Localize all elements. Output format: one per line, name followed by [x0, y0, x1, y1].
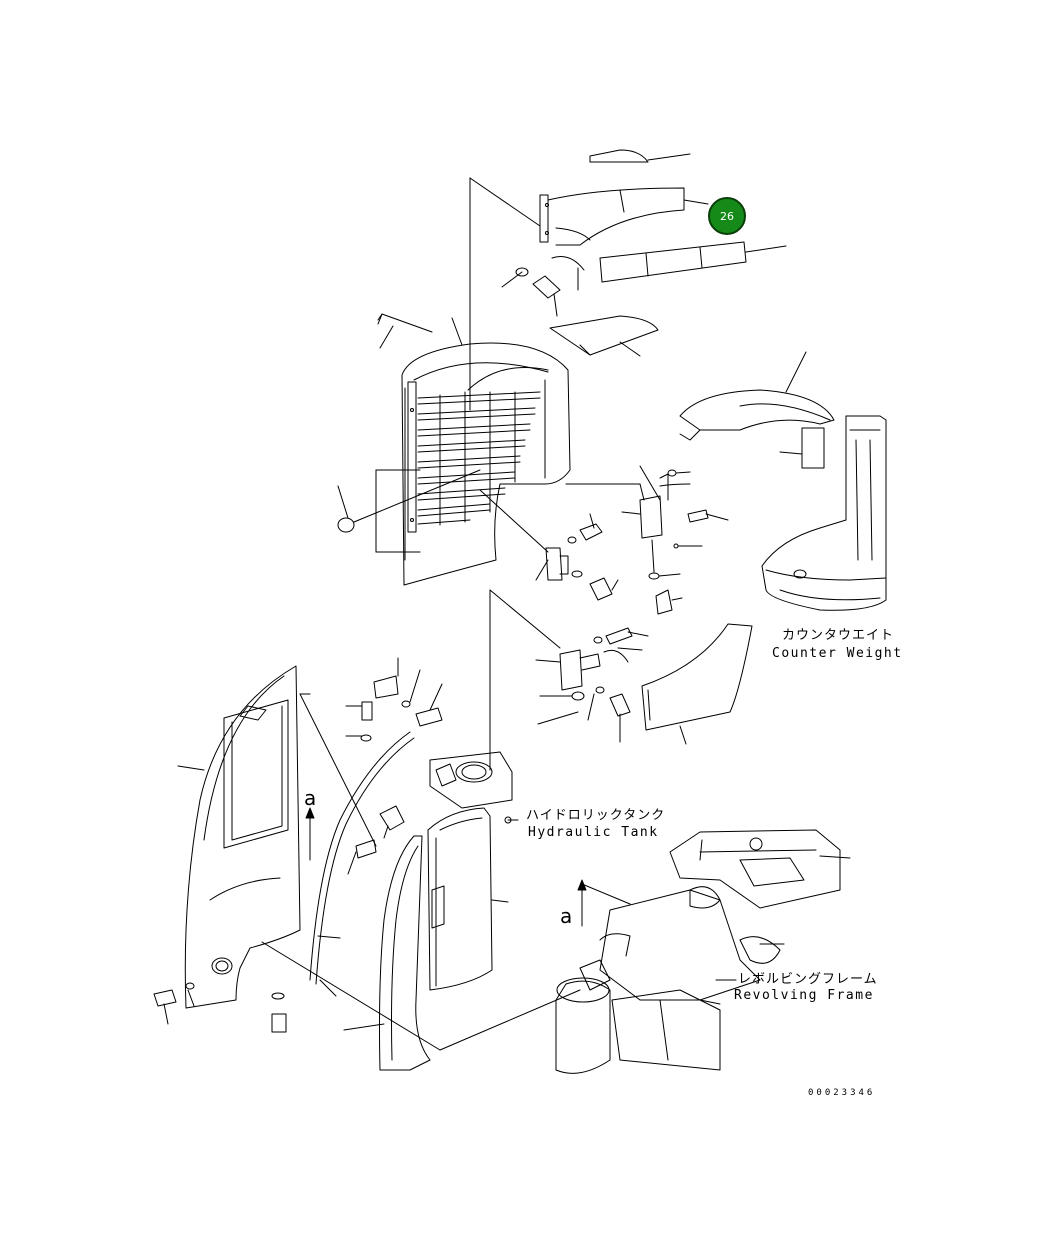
- hinge-bracket-2: [566, 466, 728, 614]
- counterweight-label-en: Counter Weight: [772, 646, 903, 661]
- counterweight-body: [762, 416, 886, 610]
- counterweight-label-jp: カウンタウエイト: [782, 628, 895, 643]
- revolving-frame: [440, 830, 850, 1073]
- label-plate: [780, 428, 824, 468]
- left-side-door: [178, 666, 300, 1008]
- view-arrow-left: [306, 808, 314, 860]
- hydraulic-tank-label-en: Hydraulic Tank: [528, 825, 659, 840]
- grille-slats: [418, 392, 540, 525]
- figure-number: 00023346: [808, 1088, 876, 1098]
- counterweight-cover: [680, 352, 834, 440]
- callout-26-badge[interactable]: 26: [708, 197, 746, 235]
- tank-cover-panel: [428, 808, 508, 990]
- hydraulic-tank: [430, 752, 518, 823]
- view-arrow-right: [578, 880, 630, 926]
- view-arrow-letter-2: a: [560, 904, 573, 928]
- front-side-panel: [344, 836, 430, 1070]
- view-arrow-letter-1: a: [304, 786, 317, 810]
- cover-mid: [550, 316, 658, 356]
- cover-plate-top: [590, 150, 690, 162]
- grille-cover: [376, 343, 570, 585]
- weather-strip: [310, 732, 414, 996]
- hinge-bracket-1: [480, 490, 618, 600]
- fender-plate: [642, 624, 752, 744]
- hydraulic-tank-label-jp: ハイドロリックタンク: [526, 808, 666, 823]
- door-fasteners: [154, 658, 442, 1050]
- small-clip-top: [502, 257, 584, 317]
- revolving-frame-label-en: Revolving Frame: [734, 988, 874, 1003]
- hinge-bracket-3: [536, 628, 648, 742]
- support-rod: [378, 314, 462, 348]
- knob: [338, 470, 480, 532]
- duct-lower: [600, 242, 786, 282]
- bracket-upper: [540, 188, 708, 245]
- revolving-frame-label-jp: レボルビングフレーム: [738, 972, 878, 987]
